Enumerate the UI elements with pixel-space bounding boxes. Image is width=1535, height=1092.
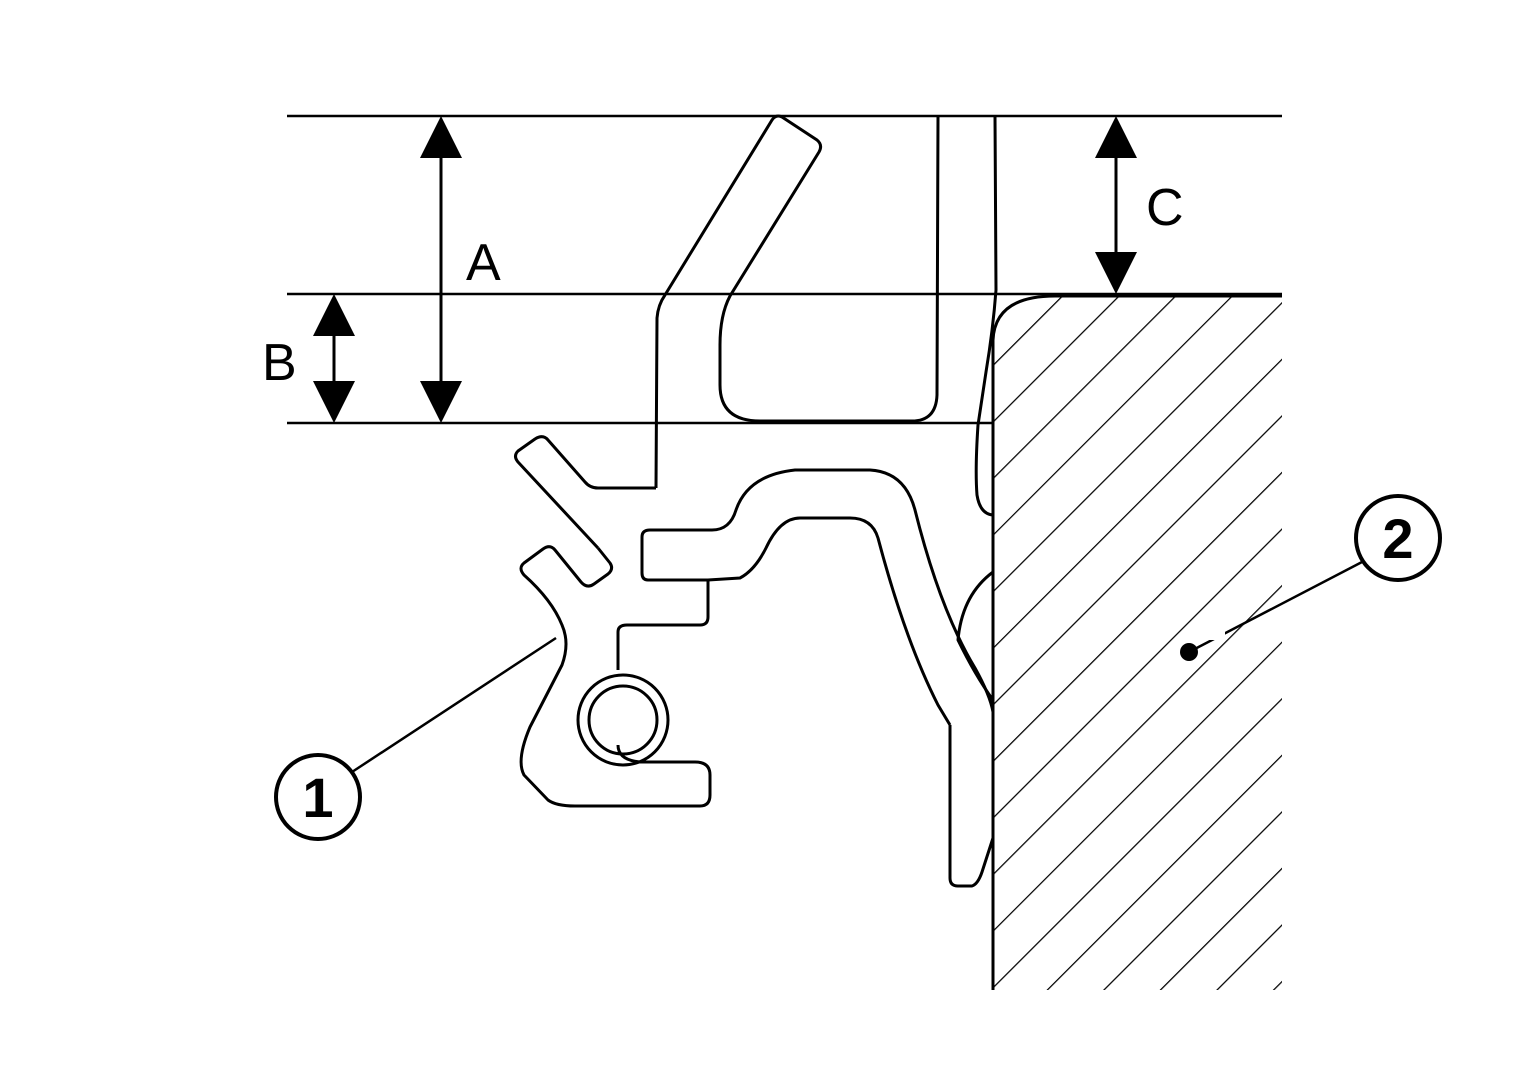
seal-contact-bulge: [956, 570, 995, 701]
seal-lower-lip: [948, 725, 995, 888]
dimension-label-c: C: [1146, 179, 1184, 237]
label-a-background: [460, 230, 512, 286]
callout-1: 1: [274, 636, 557, 841]
dimension-a: [420, 116, 462, 423]
dimension-b: [313, 294, 355, 423]
garter-spring-outer: [576, 673, 670, 767]
seal-thin-strip: [974, 115, 998, 517]
seal-inner-arc: [707, 516, 952, 726]
seal-left-tab: [514, 435, 656, 550]
seal-upper-lip: [654, 114, 940, 489]
callout-2-leader-dot: [1180, 643, 1198, 661]
reference-lines: [287, 114, 1282, 425]
dimension-c: [1095, 116, 1137, 294]
garter-spring-inner: [587, 684, 659, 756]
callout-2-number: 2: [1382, 507, 1413, 570]
callout-2: 2: [1180, 494, 1442, 661]
dimension-label-a: A: [466, 234, 501, 292]
callout-1-number: 1: [302, 766, 333, 829]
body-part-2: [991, 294, 1282, 990]
seal-hook-body: [519, 545, 712, 808]
seal-hook-stem: [616, 468, 995, 713]
seal-part-1: [514, 114, 998, 888]
dimension-label-b: B: [262, 334, 297, 392]
